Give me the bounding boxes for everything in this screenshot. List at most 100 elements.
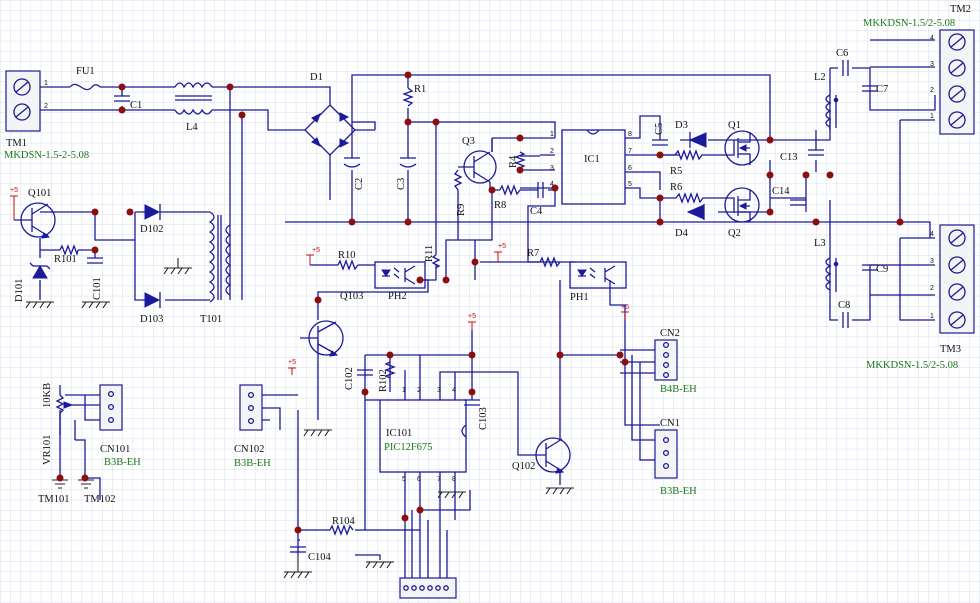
transistor-q103 — [300, 320, 344, 357]
ic101-pin1: 1 — [402, 387, 406, 394]
ic1-pin6: 6 — [628, 165, 632, 172]
diode-d3 — [688, 132, 707, 148]
ic101-pin4: 4 — [452, 387, 456, 394]
optocoupler-ph1 — [569, 261, 627, 289]
label-q3: Q3 — [462, 136, 475, 147]
ic1-pin1: 1 — [550, 131, 554, 138]
label-r10: R10 — [338, 250, 356, 261]
ic1-pin8: 8 — [628, 131, 632, 138]
label-l2: L2 — [814, 72, 826, 83]
diode-d102 — [135, 204, 165, 220]
mosfet-q1 — [724, 130, 760, 166]
label-r4: R4 — [508, 155, 519, 168]
label-r8: R8 — [494, 200, 506, 211]
supply-label-r10: +5 — [312, 247, 320, 254]
label-c9: C9 — [876, 264, 888, 275]
power-r7: +5 — [494, 243, 506, 262]
tm2-pin1: 1 — [930, 113, 934, 120]
power-ic101: +5 — [468, 313, 476, 330]
label-r102: R102 — [378, 369, 389, 392]
connector-cn2 — [654, 339, 678, 381]
label-r6: R6 — [670, 182, 682, 193]
ic101-pin6: 6 — [417, 476, 421, 483]
resistor-r101 — [59, 244, 79, 257]
label-vr101: VR101 — [42, 435, 53, 465]
ic101-pin7: 7 — [437, 476, 441, 483]
label-cn2: CN2 — [660, 328, 680, 339]
resistor-r10 — [337, 259, 359, 271]
mosfet-q2 — [724, 187, 760, 223]
capacitor-c104 — [290, 546, 306, 553]
label-r5: R5 — [670, 166, 682, 177]
label-cn1: CN1 — [660, 418, 680, 429]
label-l3: L3 — [814, 238, 826, 249]
label-ic101: IC101 — [386, 428, 412, 439]
label-d1: D1 — [310, 72, 323, 83]
tm2-pin4: 4 — [930, 35, 934, 42]
label-c103: C103 — [478, 407, 489, 430]
capacitor-c5 — [652, 139, 668, 146]
label-c4: C4 — [530, 206, 543, 217]
label-fu1: FU1 — [76, 66, 95, 77]
capacitor-c103 — [464, 399, 480, 406]
ic1-pin7: 7 — [628, 148, 632, 155]
label-r104: R104 — [332, 516, 356, 527]
capacitor-c8 — [842, 312, 849, 328]
inductor-l2 — [825, 94, 839, 128]
value-cn102: B3B-EH — [234, 458, 271, 469]
label-d4: D4 — [675, 228, 689, 239]
terminal-tm1: 1 2 — [5, 70, 48, 132]
capacitor-c14 — [790, 199, 806, 206]
connector-cn102 — [239, 384, 263, 431]
fuse-fu1 — [69, 83, 101, 91]
label-ph1: PH1 — [570, 292, 589, 303]
ic1-pin3: 3 — [550, 165, 554, 172]
value-tm1: MKDSN-1.5-2-5.08 — [4, 150, 89, 161]
value-tm2: MKKDSN-1.5/2-5.08 — [863, 18, 955, 29]
value-cn101: B3B-EH — [104, 457, 141, 468]
tm1-pin2: 2 — [44, 103, 48, 110]
label-r9: R9 — [456, 204, 467, 216]
capacitor-c1 — [114, 95, 130, 102]
tm3-pin1: 1 — [930, 313, 934, 320]
label-cn102: CN102 — [234, 444, 264, 455]
value-cn2: B4B-EH — [660, 384, 697, 395]
resistor-r9 — [453, 169, 463, 240]
label-r1: R1 — [414, 84, 426, 95]
label-c8: C8 — [838, 300, 850, 311]
power-q103: +5 — [288, 359, 296, 375]
label-c102: C102 — [344, 367, 355, 390]
tm2-pin3: 3 — [930, 61, 934, 68]
label-t101: T101 — [200, 314, 222, 325]
ic-ic101: 1 2 3 4 5 6 7 8 — [379, 387, 467, 483]
choke-l4 — [174, 82, 213, 115]
label-q2: Q2 — [728, 228, 741, 239]
ic101-pin5: 5 — [402, 476, 406, 483]
label-c2: C2 — [354, 178, 365, 190]
resistor-r5 — [674, 149, 712, 161]
power-q101: +5 — [10, 187, 18, 220]
value-vr101: 10KB — [42, 383, 53, 408]
label-c7: C7 — [876, 84, 888, 95]
label-c1: C1 — [130, 100, 142, 111]
transformer-t101 — [208, 211, 232, 303]
capacitor-c7 — [862, 85, 878, 92]
transistor-q101 — [14, 202, 56, 239]
capacitor-c9 — [862, 264, 878, 271]
label-c104: C104 — [308, 552, 332, 563]
label-c3: C3 — [396, 178, 407, 190]
tm3-pin3: 3 — [930, 258, 934, 265]
tm3-pin4: 4 — [930, 231, 934, 238]
capacitor-c4 — [537, 182, 544, 198]
label-r7: R7 — [527, 248, 539, 259]
resistor-r11 — [431, 254, 441, 269]
power-r10: +5 — [306, 247, 320, 265]
diode-d103 — [144, 292, 161, 308]
supply-label-q101: +5 — [10, 187, 18, 194]
supply-label-cn2: +5 — [621, 304, 629, 311]
junction-dots — [56, 71, 904, 534]
ic-ic1: 1 2 3 4 8 7 6 5 — [550, 129, 632, 205]
label-tm1: TM1 — [6, 138, 27, 149]
capacitor-c2 — [343, 157, 361, 168]
